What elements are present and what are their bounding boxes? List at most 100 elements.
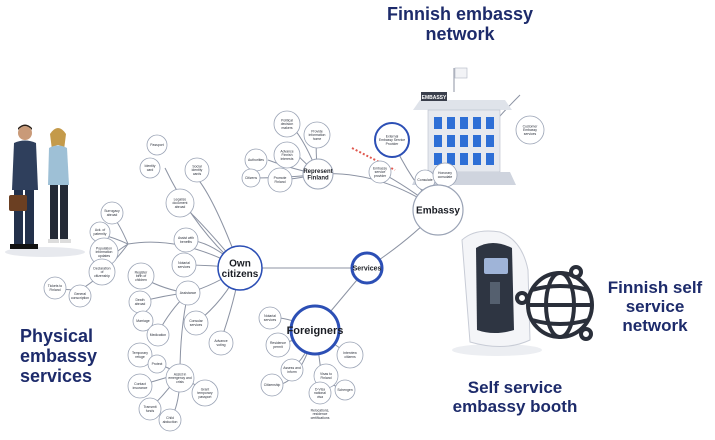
hub-circle (302, 158, 334, 190)
node-circle (273, 110, 301, 138)
node-schengen: Schengen (334, 379, 356, 401)
node-circle (265, 332, 291, 358)
node-label: Citizenship (264, 383, 281, 387)
node-circle (139, 157, 161, 179)
node-circle (100, 201, 124, 225)
node-circle (138, 397, 162, 421)
title-physical-services: Physical embassy services (20, 326, 98, 387)
node-authorities: Authorities (244, 148, 268, 172)
people-illustration (5, 124, 85, 257)
node-circle (173, 227, 199, 253)
node-circle (267, 167, 293, 193)
node-circle (165, 188, 195, 218)
node-circle (191, 379, 219, 407)
hub-label: Services (353, 265, 382, 272)
node-protect: Protect (147, 354, 167, 374)
node-circle (374, 122, 410, 158)
hub-embassy: Embassy (412, 184, 464, 236)
hub-circle (412, 184, 464, 236)
node-circle (260, 373, 284, 397)
self-service-booth-illustration (452, 230, 542, 356)
node-circle (368, 160, 392, 184)
hub-circle (350, 251, 384, 285)
node-circle (165, 363, 195, 393)
node-circle (308, 381, 332, 405)
hub-foreigners: Foreigners (287, 304, 343, 356)
title-self-service-network: Finnish self service network (607, 278, 703, 336)
node-citizenship: Citizenship (260, 373, 284, 397)
node-circle (515, 115, 545, 145)
node-circle (241, 168, 261, 188)
node-label: Medication (150, 333, 167, 337)
embassy-building-illustration: EMBASSY (412, 67, 516, 185)
title-embassy-network: Finnish embassy network (386, 4, 534, 45)
network-accent-line (351, 147, 396, 171)
node-label: Citizens (245, 176, 257, 180)
hub-circle (217, 245, 263, 291)
hub-label: Embassy (416, 206, 460, 217)
node-circle (334, 379, 356, 401)
globe-network-icon (515, 265, 594, 341)
node-circle (127, 262, 155, 290)
node-assistance: Assistance (175, 280, 201, 306)
hub-services: Services (350, 251, 384, 285)
node-circle (303, 121, 331, 149)
node-circle (273, 141, 301, 169)
node-circle (68, 284, 92, 308)
title-self-service-booth: Self service embassy booth (452, 378, 578, 417)
building-sign-text: EMBASSY (422, 95, 447, 101)
node-circle (146, 134, 168, 156)
node-circle (183, 310, 209, 336)
node-circle (43, 276, 67, 300)
node-label: Assistance (180, 291, 197, 295)
